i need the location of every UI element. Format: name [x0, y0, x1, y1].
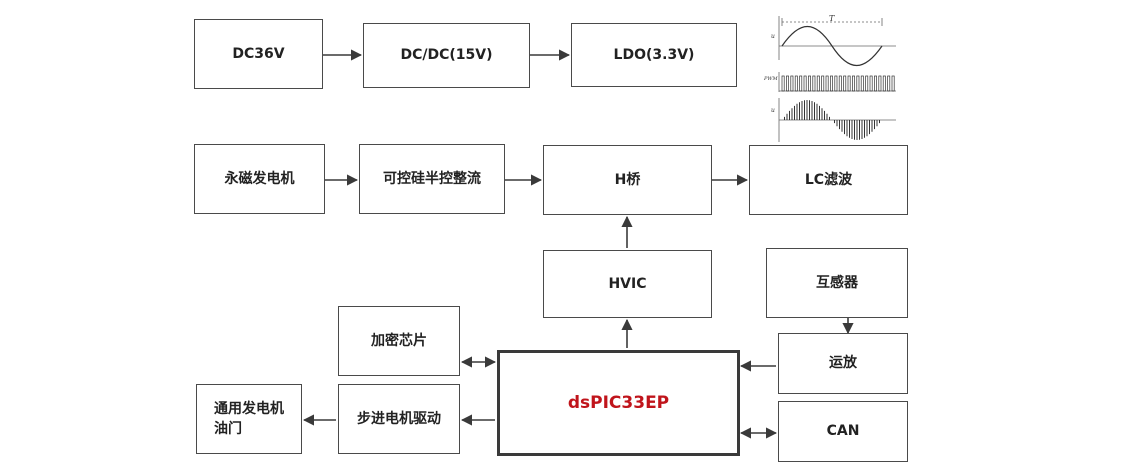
pwm-pulse	[790, 75, 794, 92]
pwm-pulse	[843, 75, 847, 92]
pwm-pulse	[799, 75, 803, 92]
block-throttle-line1: 通用发电机	[214, 400, 284, 417]
sine-wave	[781, 26, 883, 66]
pwm-pulse	[821, 75, 825, 92]
block-generator-label: 永磁发电机	[224, 170, 295, 187]
block-encryption-chip: 加密芯片	[338, 306, 460, 376]
block-can-label: CAN	[826, 423, 860, 440]
block-rectifier-label: 可控硅半控整流	[383, 170, 481, 187]
block-lc-filter-label: LC滤波	[804, 171, 853, 188]
pwm-pulse	[834, 75, 838, 92]
block-can: CAN	[778, 401, 908, 462]
pwm-pulse	[847, 75, 851, 92]
waveform-thumbnail: T u PWM u	[763, 14, 896, 142]
pwm-pulse	[852, 75, 855, 92]
block-opamp-label: 运放	[829, 355, 857, 372]
pwm-pulse	[860, 75, 864, 92]
pwm-pulse	[808, 75, 811, 92]
block-hvic-label: HVIC	[608, 275, 647, 292]
pwm-pulse	[838, 75, 842, 92]
block-generator: 永磁发电机	[194, 144, 325, 214]
pwm-pulse	[874, 75, 877, 92]
block-encryption-chip-label: 加密芯片	[371, 332, 427, 349]
pwm-pulse	[869, 75, 873, 92]
block-transformer-label: 互感器	[816, 274, 858, 291]
top-axis-label: u	[771, 33, 775, 40]
block-rectifier: 可控硅半控整流	[359, 144, 505, 214]
pwm-pulse	[856, 75, 860, 92]
block-dcdc: DC/DC(15V)	[363, 23, 530, 88]
pwm-pulse	[803, 75, 807, 92]
pwm-pulse	[786, 75, 789, 92]
pwm-pulse	[812, 75, 816, 92]
block-stepper-driver: 步进电机驱动	[338, 384, 460, 454]
block-dc36v: DC36V	[194, 19, 323, 89]
block-transformer: 互感器	[766, 248, 908, 318]
pwm-pulse	[825, 75, 829, 92]
block-hvic: HVIC	[543, 250, 712, 318]
block-dc36v-label: DC36V	[232, 45, 285, 62]
pwm-train	[781, 75, 895, 92]
pwm-pulse	[865, 75, 869, 92]
pwm-pulse	[878, 75, 882, 92]
pwm-pulse	[891, 75, 895, 92]
block-lc-filter: LC滤波	[749, 145, 908, 215]
period-label: T	[829, 14, 835, 23]
block-mcu-label: dsPIC33EP	[567, 392, 670, 413]
block-h-bridge: H桥	[543, 145, 712, 215]
bottom-axis-label: u	[771, 107, 775, 114]
spwm-bars	[784, 100, 880, 140]
block-throttle-line2: 油门	[214, 421, 242, 437]
pwm-pulse	[781, 75, 785, 92]
block-opamp: 运放	[778, 333, 908, 394]
block-ldo: LDO(3.3V)	[571, 23, 737, 87]
block-mcu: dsPIC33EP	[497, 350, 740, 456]
block-throttle: 通用发电机 油门	[196, 384, 302, 454]
block-h-bridge-label: H桥	[614, 171, 641, 188]
block-dcdc-label: DC/DC(15V)	[400, 47, 493, 64]
pwm-pulse	[794, 75, 798, 92]
pwm-pulse	[887, 75, 891, 92]
pwm-pulse	[816, 75, 820, 92]
block-ldo-label: LDO(3.3V)	[613, 46, 695, 63]
mid-axis-label: PWM	[763, 76, 779, 82]
pwm-pulse	[830, 75, 833, 92]
pwm-pulse	[882, 75, 886, 92]
block-stepper-driver-label: 步进电机驱动	[357, 410, 441, 427]
